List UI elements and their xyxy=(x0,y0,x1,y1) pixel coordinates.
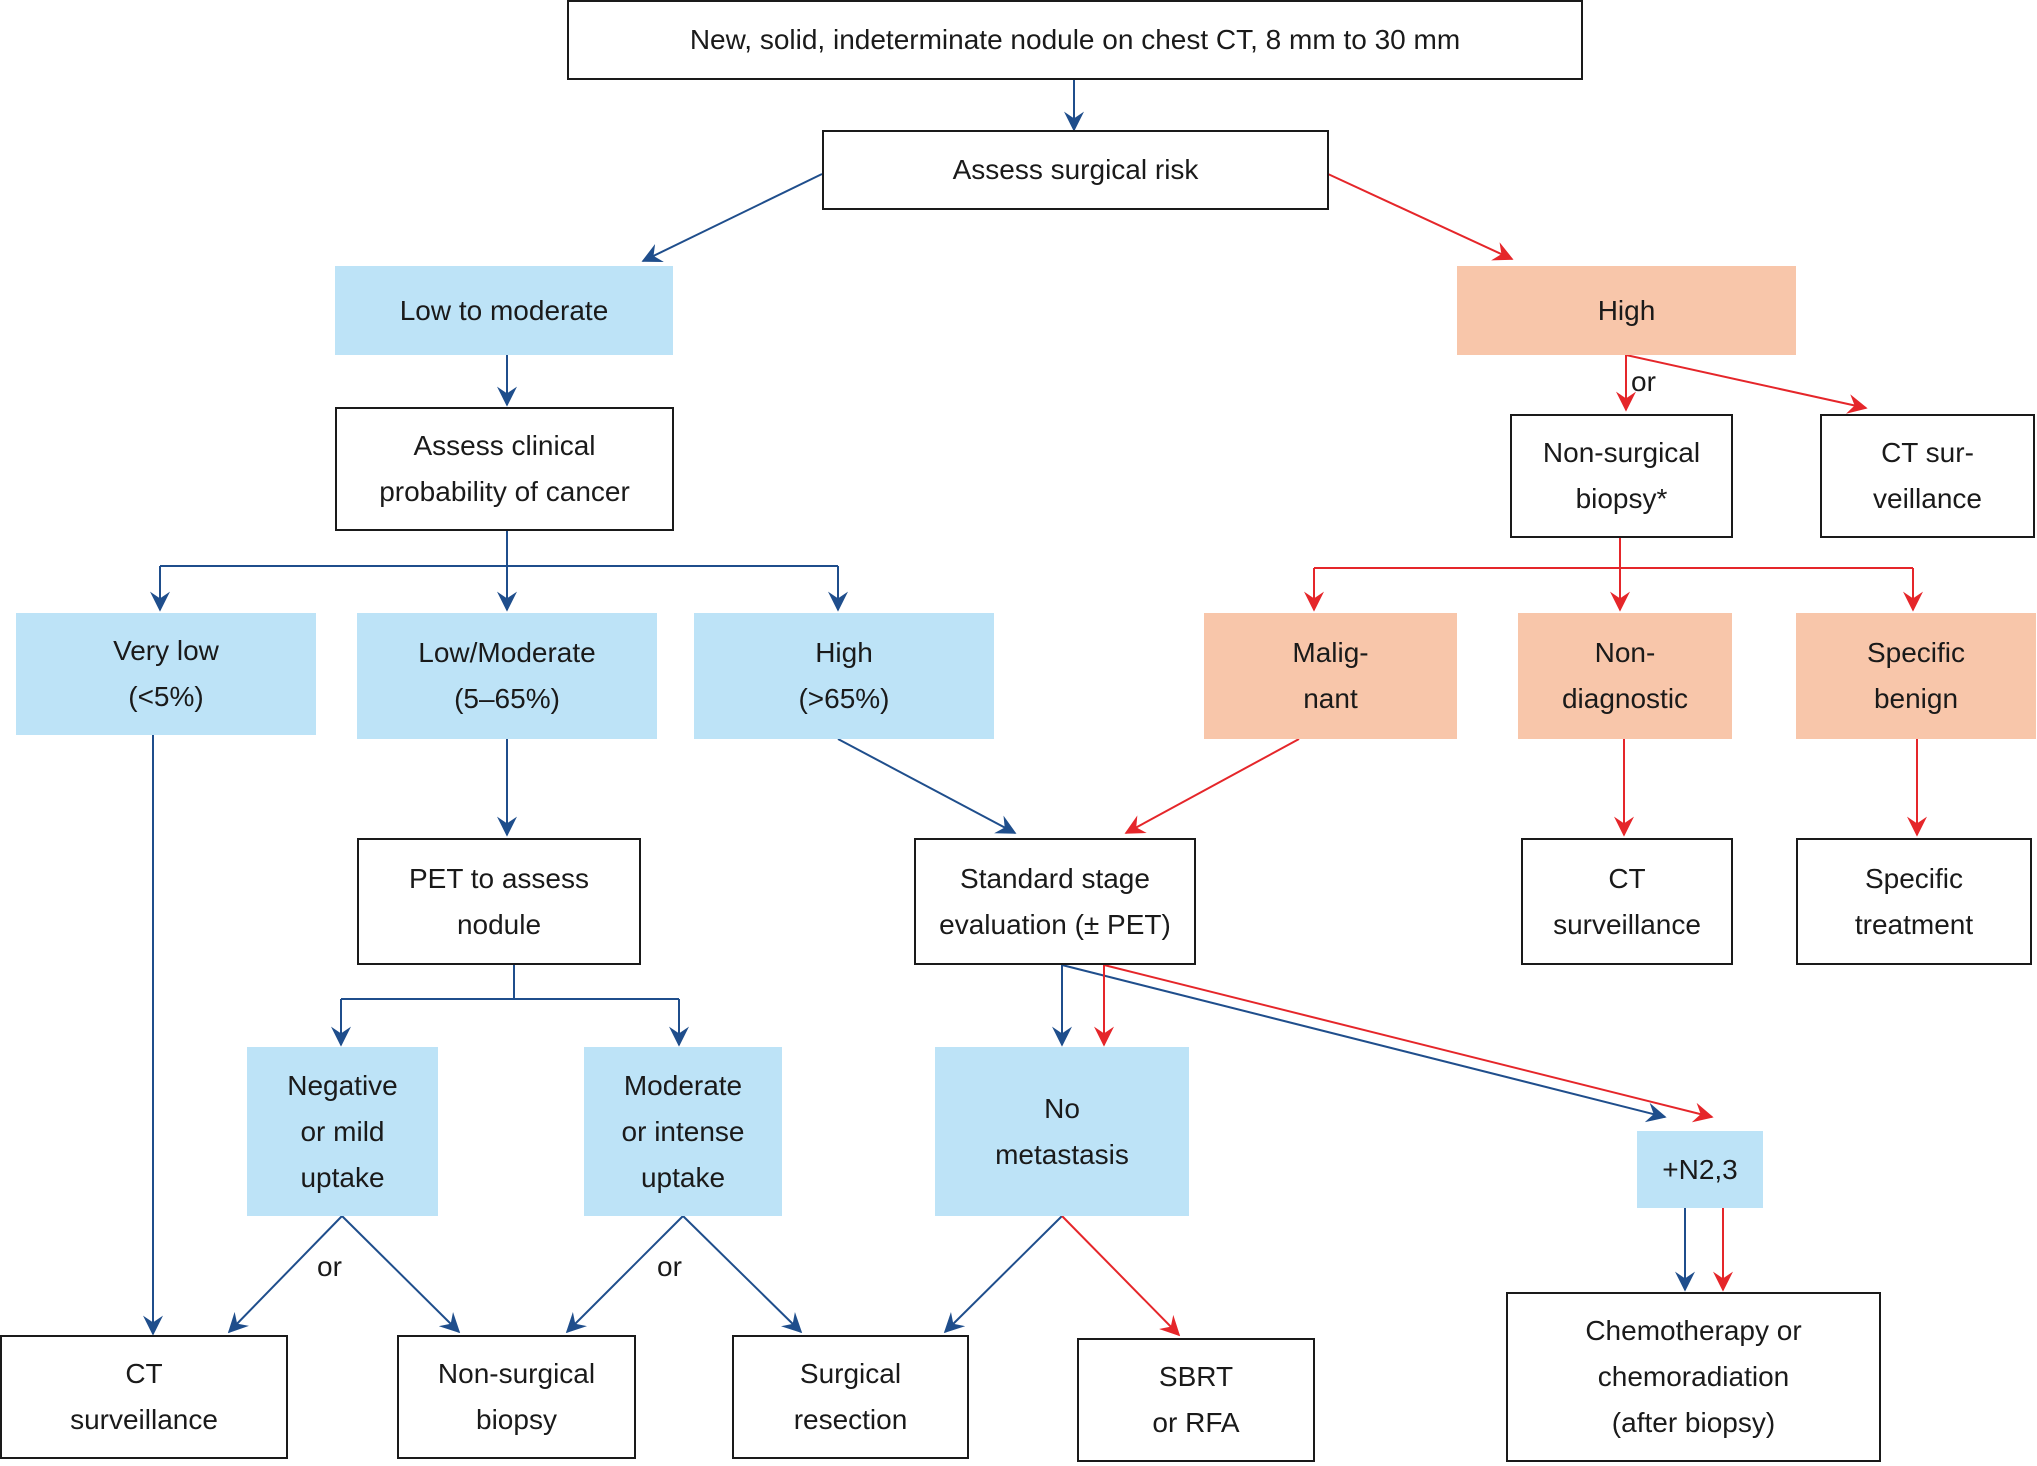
node-pet-assess: PET to assess nodule xyxy=(357,838,641,965)
node-standard-stage: Standard stage evaluation (± PET) xyxy=(914,838,1196,965)
arrow-assess-to-low-moderate xyxy=(641,173,823,262)
arrow-stage-to-n23 xyxy=(1061,964,1667,1123)
node-ct-surveillance-left: CT surveillance xyxy=(0,1335,288,1459)
arrow-moderate-to-biopsy xyxy=(565,1215,684,1334)
or-label-moderate: or xyxy=(657,1251,682,1282)
arrow-negative-to-ct xyxy=(227,1215,343,1334)
arrow-no-metastasis-to-resection xyxy=(943,1215,1063,1334)
node-surgical-resection: Surgical resection xyxy=(732,1335,969,1459)
node-non-diagnostic: Non- diagnostic xyxy=(1518,613,1732,739)
node-no-metastasis: No metastasis xyxy=(935,1047,1189,1216)
node-negative-uptake: Negative or mild uptake xyxy=(247,1047,438,1216)
node-high-risk: High xyxy=(1457,266,1796,355)
node-specific-benign: Specific benign xyxy=(1796,613,2036,739)
node-n23: +N2,3 xyxy=(1637,1131,1763,1208)
node-low-moderate-probability: Low/Moderate (5–65%) xyxy=(357,613,657,739)
arrow-moderate-to-resection xyxy=(682,1215,803,1334)
connector-clinical-branch xyxy=(160,531,838,567)
node-non-surgical-biopsy-right: Non-surgical biopsy* xyxy=(1510,414,1733,538)
node-sbrt-rfa: SBRT or RFA xyxy=(1077,1338,1315,1462)
node-ct-surveillance-right: CT surveillance xyxy=(1521,838,1733,965)
node-high-probability: High (>65%) xyxy=(694,613,994,739)
node-assess-surgical-risk: Assess surgical risk xyxy=(822,130,1329,210)
arrow-negative-to-biopsy xyxy=(341,1215,461,1334)
arrow-high-to-ct-surveillance xyxy=(1625,354,1868,414)
arrow-malignant-to-stage xyxy=(1124,738,1300,834)
node-ct-surveillance-top-right: CT sur- veillance xyxy=(1820,414,2035,538)
or-label-negative: or xyxy=(317,1251,342,1282)
connector-pet-branch xyxy=(341,965,679,1000)
node-specific-treatment: Specific treatment xyxy=(1796,838,2032,965)
node-malignant: Malig- nant xyxy=(1204,613,1457,739)
node-assess-clinical-probability: Assess clinical probability of cancer xyxy=(335,407,674,531)
arrow-stage-to-n23-red xyxy=(1103,964,1714,1123)
arrow-assess-to-high xyxy=(1327,173,1514,261)
node-non-surgical-biopsy-left: Non-surgical biopsy xyxy=(397,1335,636,1459)
or-label-high: or xyxy=(1631,366,1656,397)
arrow-high-prob-to-stage xyxy=(837,738,1017,834)
node-low-to-moderate: Low to moderate xyxy=(335,266,673,355)
node-moderate-uptake: Moderate or intense uptake xyxy=(584,1047,782,1216)
node-start: New, solid, indeterminate nodule on ches… xyxy=(567,0,1583,80)
connector-biopsy-branch xyxy=(1314,538,1913,569)
node-very-low: Very low (<5%) xyxy=(16,613,316,735)
arrow-no-metastasis-to-sbrt xyxy=(1061,1215,1181,1337)
node-chemo: Chemotherapy or chemoradiation (after bi… xyxy=(1506,1292,1881,1462)
